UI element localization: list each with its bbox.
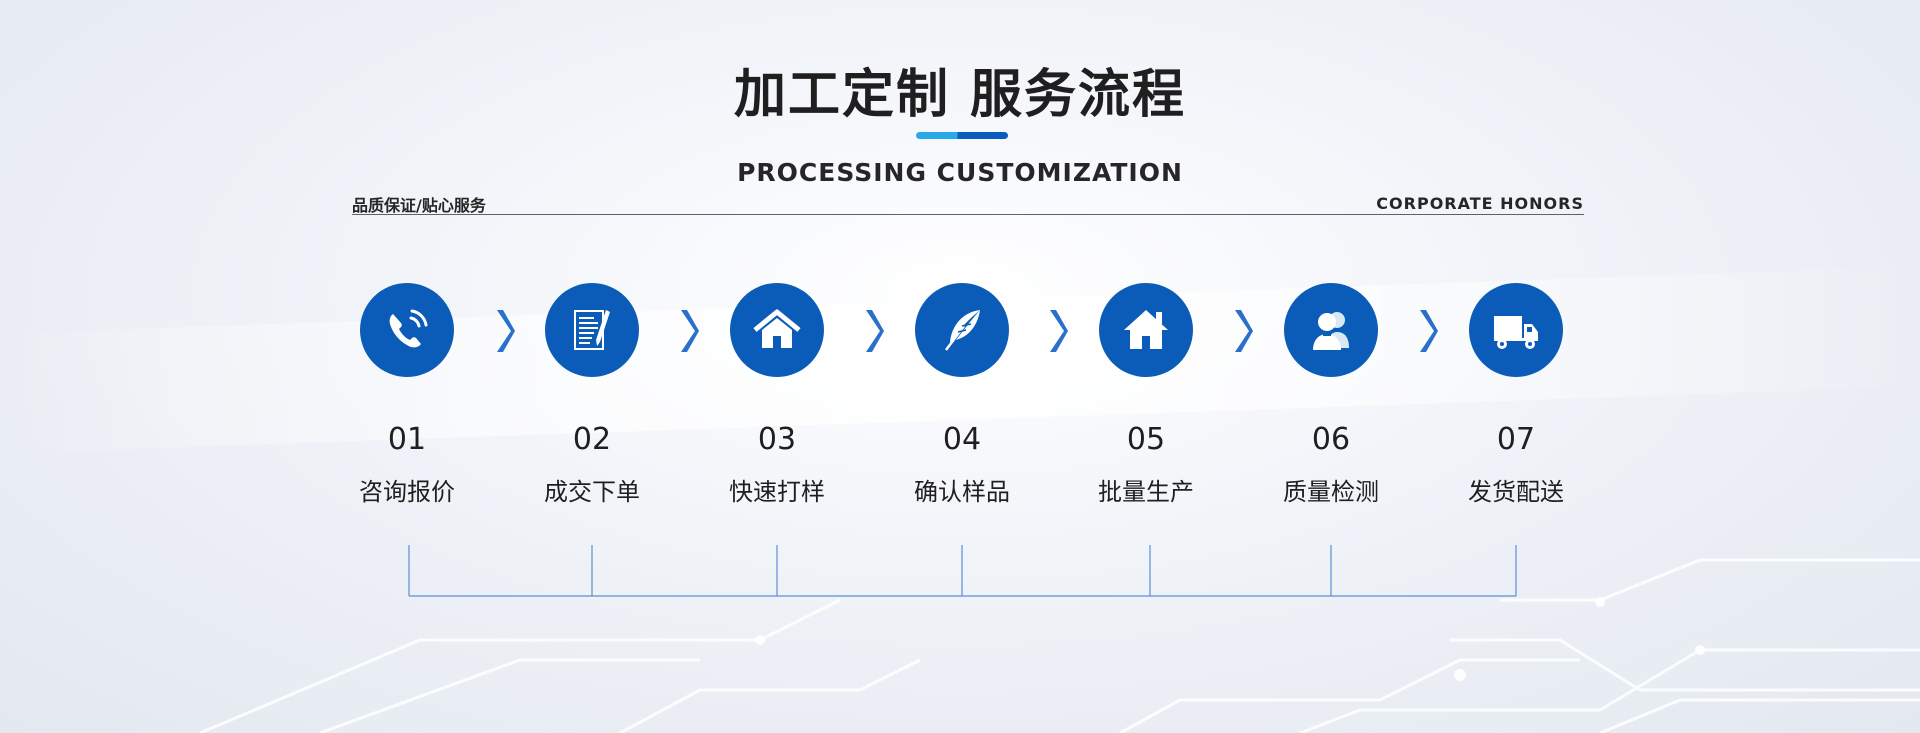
step-label: 快速打样 — [729, 478, 825, 506]
chevron-right-icon — [1420, 310, 1438, 352]
feather-icon — [915, 283, 1009, 377]
step-6[interactable]: 06 质量检测 — [1241, 283, 1421, 508]
step-label: 质量检测 — [1283, 478, 1379, 506]
step-5[interactable]: 05 批量生产 — [1056, 283, 1236, 508]
chevron-right-icon — [681, 310, 699, 352]
step-2[interactable]: 02 成交下单 — [502, 283, 682, 508]
chevron-right-icon — [1235, 310, 1253, 352]
step-number: 06 — [1311, 422, 1351, 457]
quality-tagline: 品质保证/贴心服务 — [352, 196, 486, 215]
title-underline-bar — [916, 132, 1008, 139]
step-number: 03 — [757, 422, 797, 457]
step-3[interactable]: 03 快速打样 — [687, 283, 867, 508]
page-subtitle-english: PROCESSING CUSTOMIZATION — [737, 158, 1183, 187]
step-number: 01 — [387, 422, 427, 457]
step-number: 02 — [572, 422, 612, 457]
step-label: 批量生产 — [1098, 478, 1194, 506]
corporate-honors-tag: CORPORATE HONORS — [1376, 194, 1584, 213]
step-number: 04 — [942, 422, 982, 457]
step-label: 成交下单 — [544, 478, 640, 506]
house-icon — [1099, 283, 1193, 377]
truck-icon — [1469, 283, 1563, 377]
chevron-right-icon — [866, 310, 884, 352]
user-group-icon — [1284, 283, 1378, 377]
step-number: 05 — [1126, 422, 1166, 457]
page-title: 加工定制 服务流程 — [733, 65, 1187, 125]
step-label: 发货配送 — [1468, 478, 1564, 506]
step-4[interactable]: 04 确认样品 — [872, 283, 1052, 508]
header-divider — [352, 214, 1584, 215]
step-label: 确认样品 — [914, 478, 1010, 506]
step-number: 07 — [1496, 422, 1536, 457]
step-1[interactable]: 01 咨询报价 — [317, 283, 497, 508]
step-label: 咨询报价 — [359, 478, 455, 506]
step-7[interactable]: 07 发货配送 — [1426, 283, 1606, 508]
chevron-right-icon — [497, 310, 515, 352]
chevron-right-icon — [1050, 310, 1068, 352]
document-icon — [545, 283, 639, 377]
home-icon — [730, 283, 824, 377]
phone-icon — [360, 283, 454, 377]
